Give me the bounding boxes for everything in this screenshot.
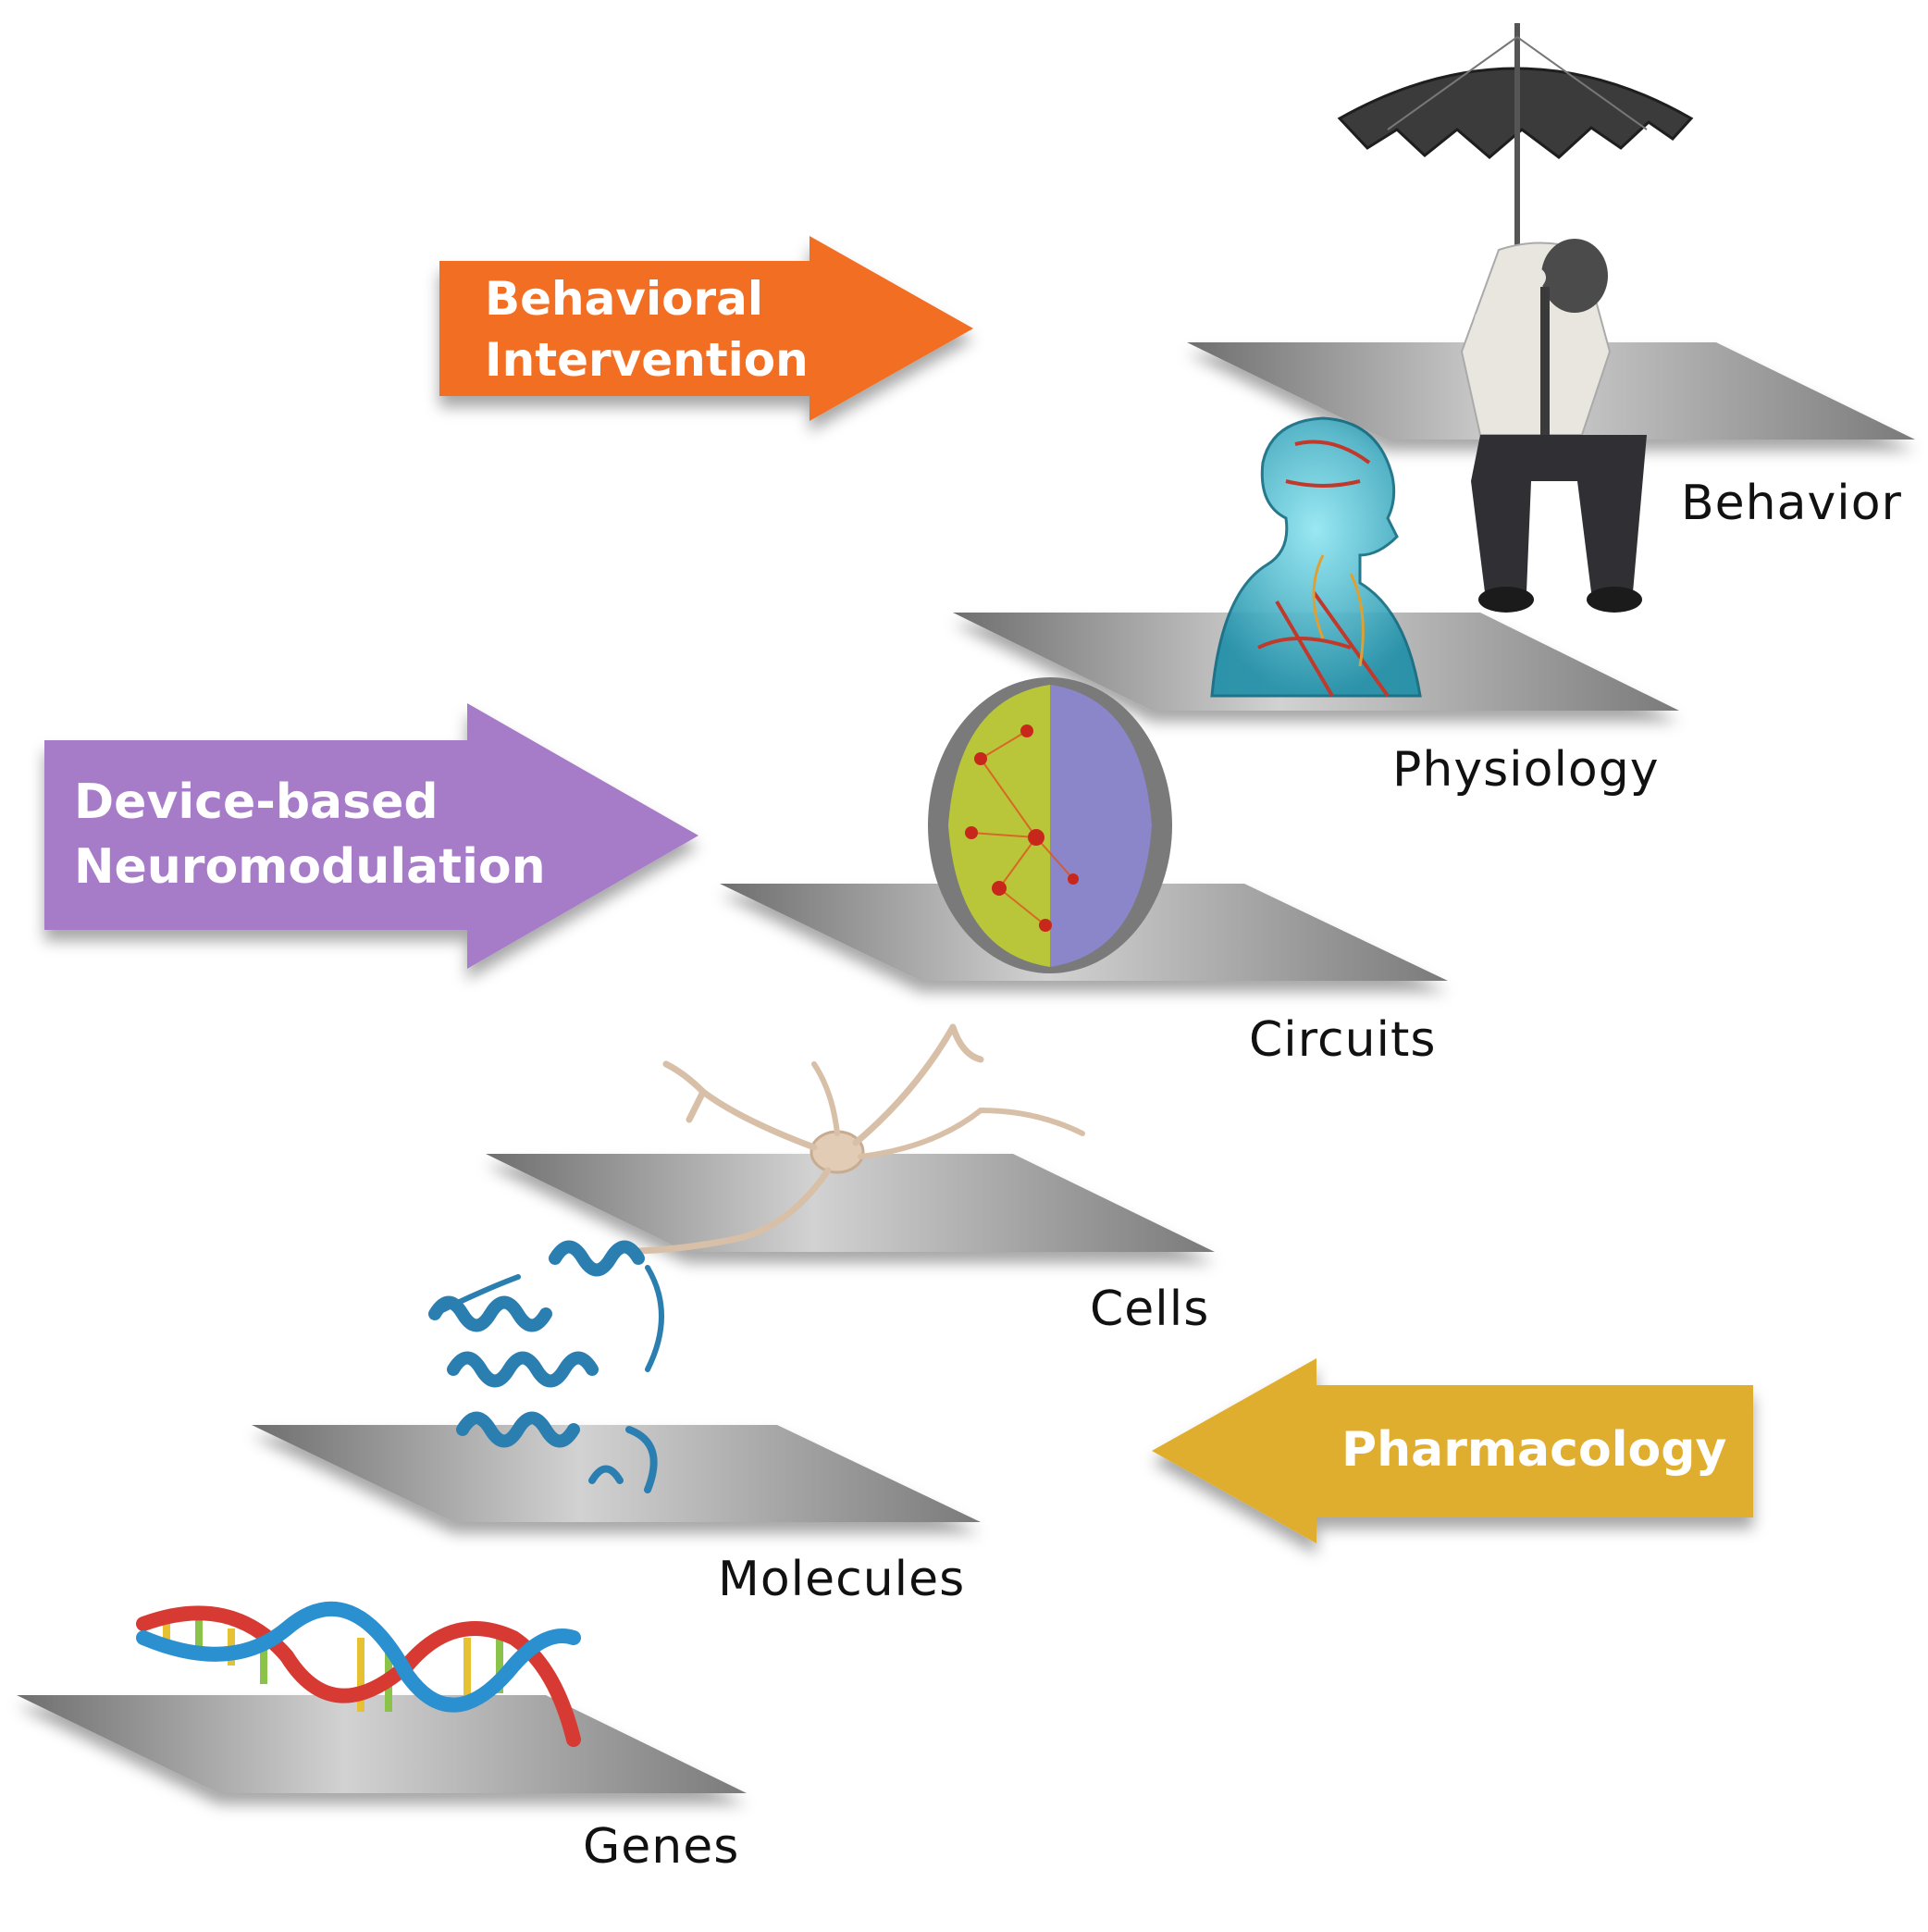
level-label-genes: Genes — [583, 1819, 740, 1875]
neuron-icon — [635, 1023, 1085, 1255]
pharmacology-arrow — [1152, 1358, 1753, 1543]
arrow-line: Pharmacology — [1341, 1422, 1727, 1478]
platform-cells — [486, 1154, 1215, 1252]
behavioral-intervention-label: Behavioral Intervention — [485, 268, 809, 390]
human-body-icon — [1210, 416, 1422, 698]
platform-genes — [17, 1695, 747, 1793]
level-label-physiology: Physiology — [1392, 742, 1660, 798]
protein-icon — [428, 1240, 664, 1493]
level-label-behavior: Behavior — [1681, 476, 1902, 531]
dna-helix-icon — [136, 1601, 581, 1747]
device-neuromodulation-label: Device-based Neuromodulation — [74, 770, 546, 899]
person-with-umbrella-icon — [1337, 23, 1694, 613]
behavioral-intervention-arrow — [439, 236, 973, 421]
arrow-line: Behavioral — [485, 272, 763, 326]
arrow-line: Device-based — [74, 774, 439, 830]
brain-network-icon — [928, 677, 1172, 973]
arrow-line: Neuromodulation — [74, 839, 546, 895]
device-neuromodulation-arrow — [44, 703, 698, 969]
arrow-line: Intervention — [485, 333, 809, 387]
level-label-cells: Cells — [1090, 1282, 1210, 1337]
level-label-circuits: Circuits — [1249, 1012, 1437, 1068]
pharmacology-label: Pharmacology — [1341, 1419, 1726, 1480]
level-label-molecules: Molecules — [718, 1552, 966, 1607]
